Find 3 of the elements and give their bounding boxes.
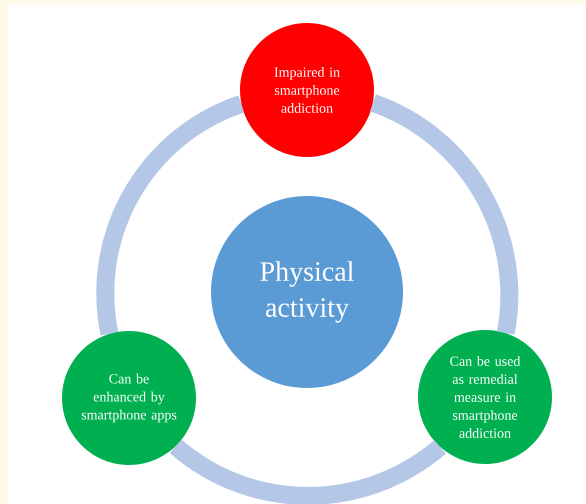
ring-segment bbox=[170, 439, 446, 504]
ring-segment bbox=[369, 94, 518, 334]
ring-segment bbox=[96, 96, 245, 335]
